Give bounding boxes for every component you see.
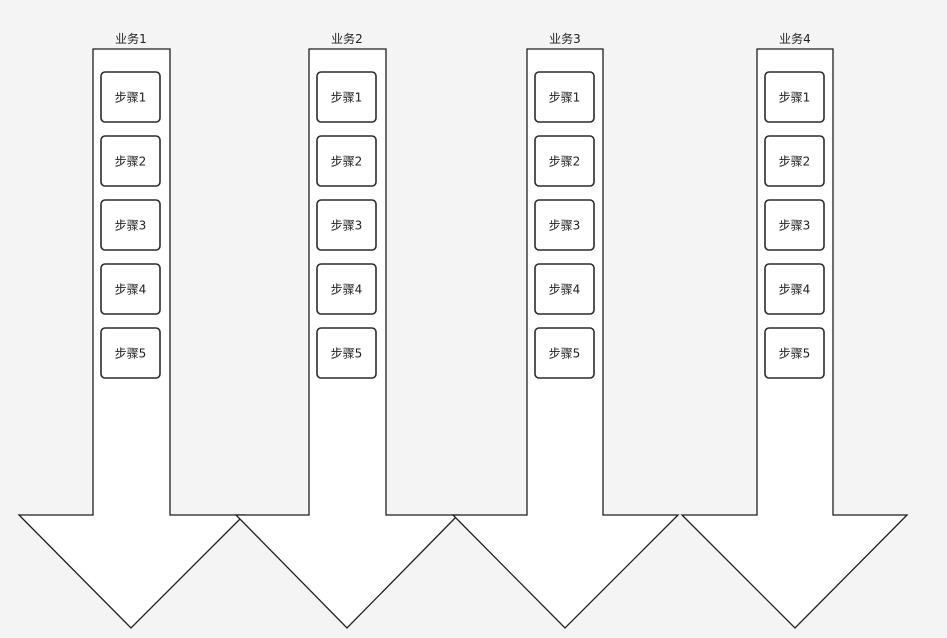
lane-2-title: 业务2 <box>331 31 363 46</box>
lane-4-step-5-label: 步骤5 <box>779 347 811 361</box>
lane-1-step-5-box[interactable] <box>100 327 161 379</box>
lane-1-step-2-label: 步骤2 <box>115 155 147 169</box>
lane-1-step-3-box[interactable] <box>100 199 161 251</box>
lane-2-step-2-label: 步骤2 <box>331 155 363 169</box>
lane-2-step-1-box[interactable] <box>316 71 377 123</box>
lane-1-step-3-label: 步骤3 <box>115 219 147 233</box>
lane-2-step-4-box[interactable] <box>316 263 377 315</box>
lane-3-step-1-box[interactable] <box>534 71 595 123</box>
lane-4-step-3-box[interactable] <box>764 199 825 251</box>
lane-3-title: 业务3 <box>549 31 581 46</box>
lane-3-step-2-box[interactable] <box>534 135 595 187</box>
lane-1-step-4-label: 步骤4 <box>115 283 147 297</box>
lane-3-step-3-label: 步骤3 <box>549 219 581 233</box>
lane-4-step-2-box[interactable] <box>764 135 825 187</box>
lane-4-step-5-box[interactable] <box>764 327 825 379</box>
lane-3-step-1-label: 步骤1 <box>549 91 581 105</box>
lane-4-step-2-label: 步骤2 <box>779 155 811 169</box>
lane-2-step-1-label: 步骤1 <box>331 91 363 105</box>
lane-1-step-1-label: 步骤1 <box>115 91 147 105</box>
lane-1-step-2-box[interactable] <box>100 135 161 187</box>
lane-2-step-3-box[interactable] <box>316 199 377 251</box>
lane-3-step-5-label: 步骤5 <box>549 347 581 361</box>
lane-3: 业务3 步骤1 步骤2 步骤3 步骤4 步骤5 <box>451 31 680 629</box>
lane-4-step-4-box[interactable] <box>764 263 825 315</box>
lane-4-step-1-box[interactable] <box>764 71 825 123</box>
lane-4-step-3-label: 步骤3 <box>779 219 811 233</box>
lane-4-step-1-label: 步骤1 <box>779 91 811 105</box>
lane-2-step-2-box[interactable] <box>316 135 377 187</box>
lane-2-step-4-label: 步骤4 <box>331 283 363 297</box>
lane-2-step-5-label: 步骤5 <box>331 347 363 361</box>
lane-1-step-5-label: 步骤5 <box>115 347 147 361</box>
lane-1-title: 业务1 <box>115 31 147 46</box>
lane-4: 业务4 步骤1 步骤2 步骤3 步骤4 步骤5 <box>680 31 909 629</box>
lane-2: 业务2 步骤1 步骤2 步骤3 步骤4 步骤5 <box>234 31 460 629</box>
lane-1: 业务1 步骤1 步骤2 步骤3 步骤4 步骤5 <box>17 31 246 629</box>
lane-2-step-3-label: 步骤3 <box>331 219 363 233</box>
lane-4-step-4-label: 步骤4 <box>779 283 811 297</box>
lane-2-step-5-box[interactable] <box>316 327 377 379</box>
lane-3-step-4-label: 步骤4 <box>549 283 581 297</box>
lane-3-step-3-box[interactable] <box>534 199 595 251</box>
lane-4-title: 业务4 <box>779 31 811 46</box>
lane-1-step-1-box[interactable] <box>100 71 161 123</box>
lane-3-step-2-label: 步骤2 <box>549 155 581 169</box>
lane-1-step-4-box[interactable] <box>100 263 161 315</box>
lane-3-step-4-box[interactable] <box>534 263 595 315</box>
lane-3-step-5-box[interactable] <box>534 327 595 379</box>
